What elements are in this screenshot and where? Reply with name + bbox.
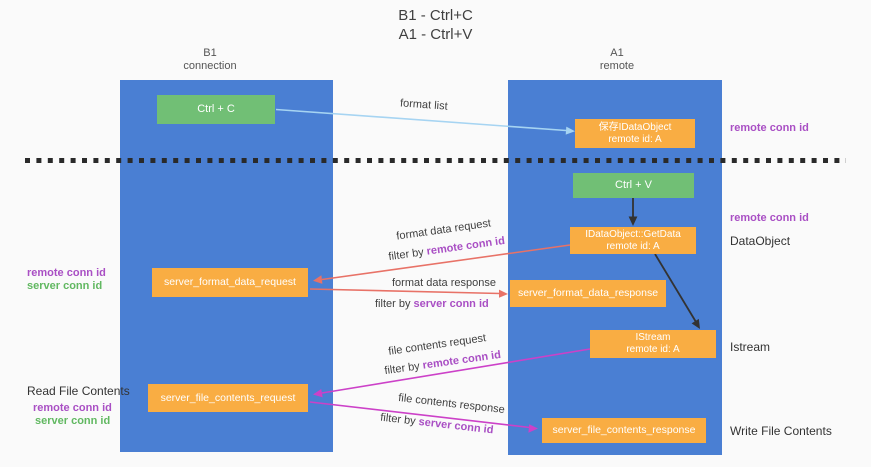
save-idataobject-line1: 保存IDataObject [598,121,672,133]
format-data-response-arrow [309,288,501,295]
left-remote-conn-id-2: remote conn id [33,402,112,414]
format-list-arrowhead [565,126,575,135]
right-column-header: A1 remote [527,47,707,73]
istream-side-label: Istream [730,340,771,354]
format-data-response-arrowhead [499,289,508,298]
ctrl-v-label: Ctrl + V [615,179,652,191]
getdata-line1: IDataObject::GetData [585,228,681,240]
left-server-conn-id-1: server conn id [27,280,103,292]
ctrlv-to-getdata-arrowhead [628,216,638,226]
right-remote-conn-id-1: remote conn id [730,122,809,134]
format-list-arrow [275,108,567,132]
server-format-data-request-label: server_format_data_request [164,276,296,288]
left-server-conn-id-2: server conn id [35,415,111,427]
server-file-contents-response-label: server_file_contents_response [552,424,696,436]
format-data-response-label: format data response [392,277,496,289]
format-data-request-arrowhead [313,275,323,284]
istream-node: IStream remote id: A [590,330,716,358]
filter-by-text: filter by [375,298,411,310]
left-column-header: B1 connection [120,47,300,73]
filter-by-server-1: filter by server conn id [375,298,489,310]
getdata-line2: remote id: A [606,240,660,252]
left-column-role: connection [183,60,237,72]
file-contents-response-arrowhead [528,424,538,433]
server-format-data-request-node: server_format_data_request [152,268,308,297]
left-column-name: B1 [203,47,217,59]
save-idataobject-line2: remote id: A [608,133,662,145]
server-file-contents-request-label: server_file_contents_request [160,391,296,404]
server-format-data-response-node: server_format_data_response [510,280,666,307]
istream-line1: IStream [635,332,671,343]
format-data-request-arrow [321,244,571,281]
dataobject-label: DataObject [730,234,791,248]
right-column-name: A1 [610,47,624,59]
ctrl-c-node: Ctrl + C [157,95,275,124]
ctrl-v-node: Ctrl + V [573,173,694,198]
diagram-title: B1 - Ctrl+C A1 - Ctrl+V [0,6,871,44]
idataobject-getdata-node: IDataObject::GetData remote id: A [570,227,696,254]
right-remote-conn-id-2: remote conn id [730,212,809,224]
save-idataobject-node: 保存IDataObject remote id: A [575,119,695,148]
file-contents-response-arrow [309,401,531,429]
server-format-data-response-label: server_format_data_response [517,287,659,299]
write-file-contents-label: Write File Contents [730,424,832,438]
getdata-to-istream-arrowhead [691,318,700,329]
istream-line2: remote id: A [626,344,680,355]
title-line-2: A1 - Ctrl+V [398,26,473,43]
read-file-contents-label: Read File Contents [27,384,130,398]
file-contents-request-arrowhead [313,389,323,398]
server-file-contents-response-node: server_file_contents_response [542,418,706,443]
left-remote-conn-id-1: remote conn id [27,267,106,279]
getdata-to-istream-arrow [654,253,697,323]
title-line-1: B1 - Ctrl+C [398,7,473,24]
server-conn-id-text: server conn id [413,298,489,310]
server-file-contents-request-node: server_file_contents_request [148,384,308,412]
right-column-role: remote [599,60,635,72]
file-contents-request-arrow [321,348,591,394]
ctrl-c-label: Ctrl + C [197,103,235,115]
